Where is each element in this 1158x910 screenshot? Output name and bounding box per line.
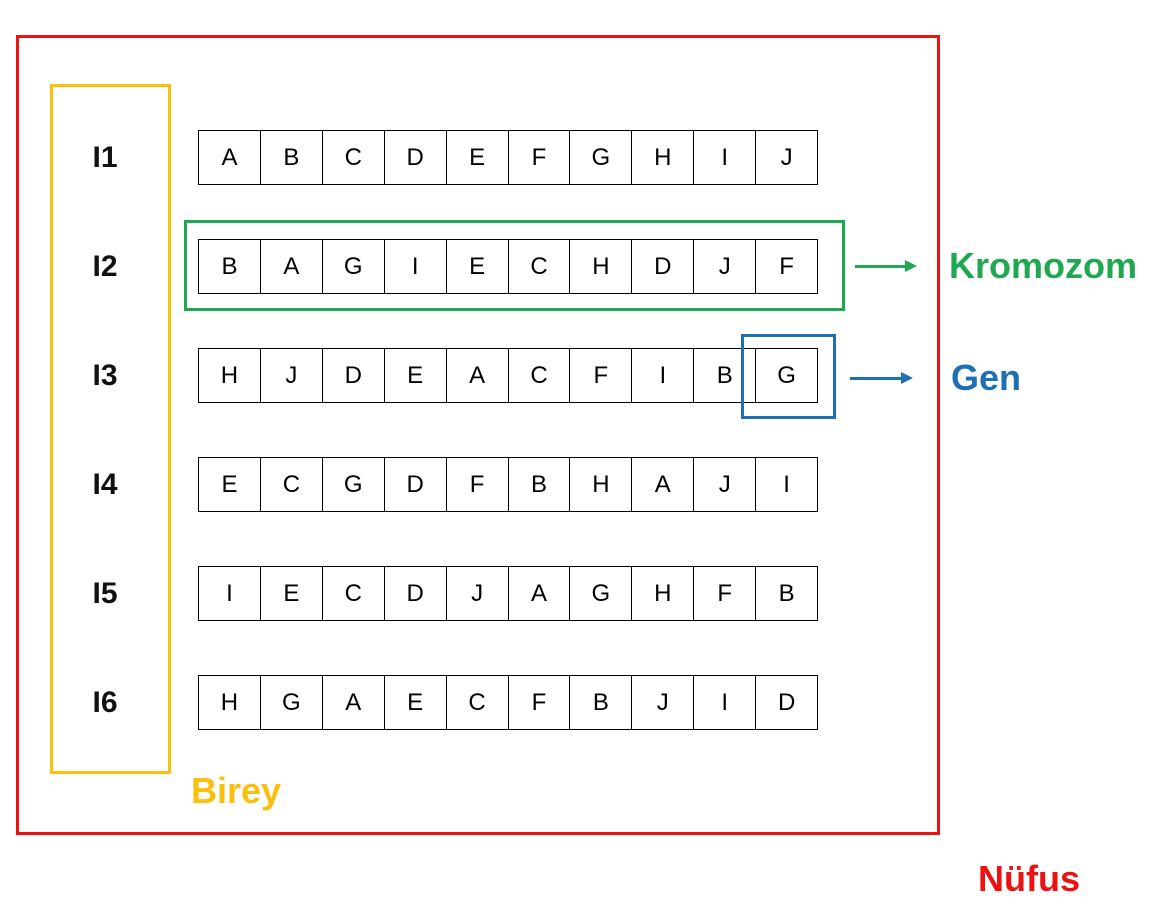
gene-cell: F — [447, 458, 509, 511]
gene-cell: I — [632, 349, 695, 402]
gene-cell: H — [199, 676, 261, 729]
gene-cell: H — [199, 349, 261, 402]
gene-cell: G — [323, 458, 385, 511]
gene-cell: C — [261, 458, 323, 511]
gene-cell: J — [261, 349, 323, 402]
gene-cell: I — [783, 470, 790, 498]
gene-cell: E — [447, 131, 509, 184]
gene-cell: A — [261, 240, 323, 293]
gene-cell: D — [632, 240, 695, 293]
gene-cell: J — [780, 143, 793, 171]
individual-id-label: I4 — [92, 468, 118, 501]
gene-cell: A — [199, 131, 261, 184]
gene-cell: H — [632, 131, 695, 184]
gene-cell: C — [447, 676, 509, 729]
individual-outline — [50, 84, 171, 774]
gene-highlight — [741, 334, 836, 419]
gene-cell: J — [694, 240, 757, 293]
gene-cell: B — [778, 579, 795, 607]
gene-label: Gen — [951, 357, 1022, 398]
gene-cell: H — [570, 458, 633, 511]
gene-cell: B — [509, 458, 571, 511]
gene-cell: D — [385, 567, 447, 620]
gene-cell: H — [632, 567, 695, 620]
gene-cell: G — [261, 676, 323, 729]
gene-cell: H — [570, 240, 633, 293]
gene-cell: F — [694, 567, 757, 620]
individual-id-label: I3 — [92, 359, 118, 392]
gene-cell: J — [694, 458, 757, 511]
gene-cell: C — [509, 240, 571, 293]
chromosome-highlight — [184, 220, 845, 311]
gene-cell: B — [570, 676, 633, 729]
gene-cell: I — [199, 567, 261, 620]
gene-cell: A — [509, 567, 571, 620]
gene-cell: I — [694, 131, 757, 184]
gene-cell: G — [570, 131, 633, 184]
gene-cell: F — [570, 349, 633, 402]
gene-cell: F — [509, 131, 571, 184]
individual-id-label: I5 — [92, 577, 118, 610]
gene-cell: F — [779, 252, 794, 280]
gene-cell: E — [447, 240, 509, 293]
gene-cell: I — [694, 676, 757, 729]
gene-cell: C — [509, 349, 571, 402]
individual-id-label: I2 — [92, 250, 118, 283]
chromosome-arrow-icon — [855, 260, 917, 272]
gene-cell: A — [632, 458, 695, 511]
gene-cell: B — [199, 240, 261, 293]
gene-cell: C — [323, 131, 385, 184]
gene-cell: G — [570, 567, 633, 620]
gene-cell: E — [385, 349, 447, 402]
gene-cell: J — [632, 676, 695, 729]
population-outline — [16, 35, 940, 835]
gene-cell: D — [323, 349, 385, 402]
gene-cell: B — [261, 131, 323, 184]
gene-cell: A — [447, 349, 509, 402]
gene-cell: E — [261, 567, 323, 620]
gene-cell: G — [323, 240, 385, 293]
gene-cell: A — [323, 676, 385, 729]
gene-cell: G — [777, 361, 796, 389]
individual-id-label: I1 — [92, 141, 118, 174]
gene-arrow-icon — [850, 372, 913, 384]
gene-cell: E — [385, 676, 447, 729]
gene-cell: B — [694, 349, 757, 402]
gene-cell: F — [509, 676, 571, 729]
chromosome-label: Kromozom — [949, 245, 1137, 286]
gene-cell: J — [447, 567, 509, 620]
population-label: Nüfus — [978, 858, 1080, 899]
individual-id-label: I6 — [92, 686, 118, 719]
individual-label: Birey — [191, 770, 282, 811]
gene-cell: D — [385, 131, 447, 184]
gene-cell: D — [385, 458, 447, 511]
gene-cell: D — [777, 688, 796, 716]
gene-cell: I — [385, 240, 447, 293]
gene-cell: E — [199, 458, 261, 511]
gene-cell: C — [323, 567, 385, 620]
